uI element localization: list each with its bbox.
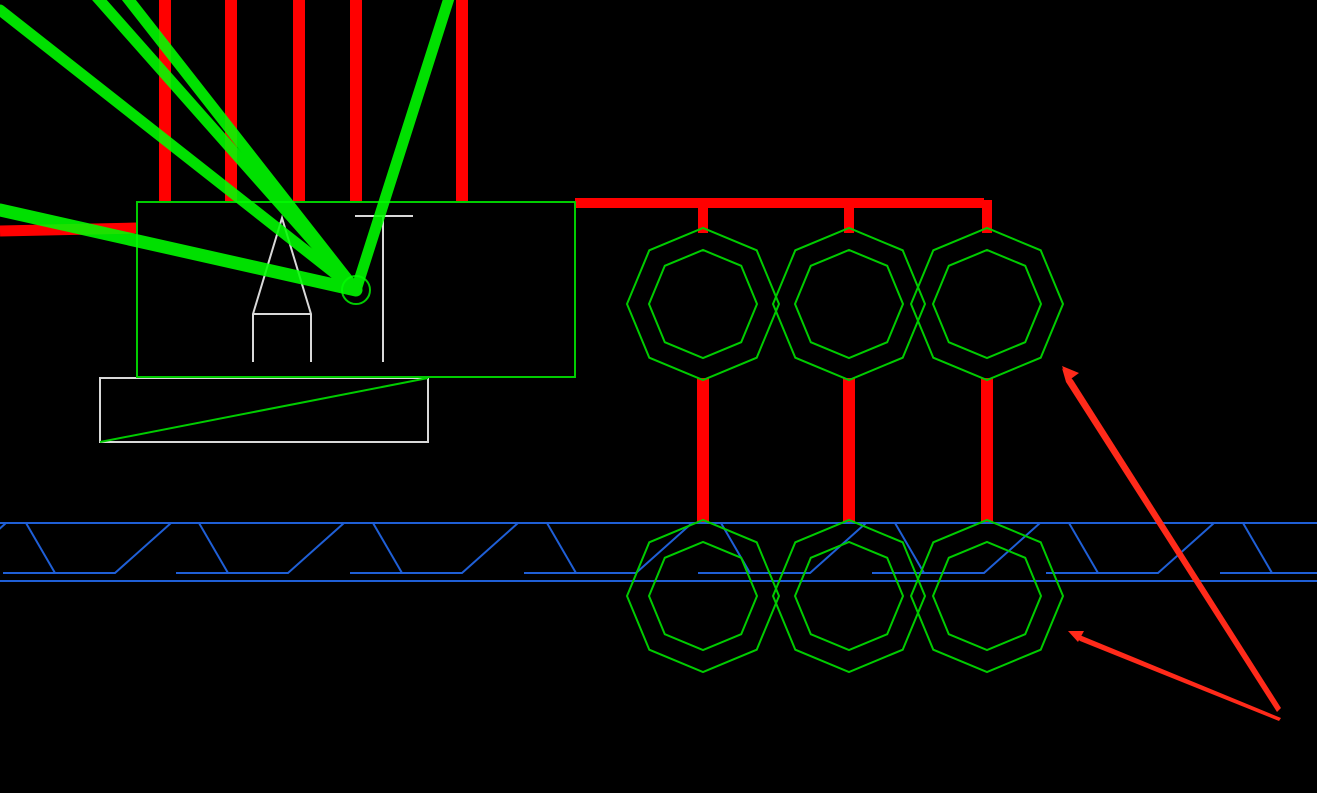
green-outlines — [99, 201, 576, 443]
annotation-arrow-lower — [1070, 632, 1281, 721]
rail-trapezoid — [25, 522, 172, 574]
upper-octagon-row — [625, 226, 1065, 382]
beam-5 — [350, 0, 455, 296]
lower-octagon-row — [625, 518, 1065, 674]
octagon-inner — [931, 540, 1043, 652]
annotation-arrow-upper — [1062, 368, 1281, 712]
octagon-inner — [931, 248, 1043, 360]
rail-trapezoid — [1068, 522, 1215, 574]
device-box — [136, 201, 576, 378]
beam-4 — [121, 0, 362, 296]
octagon-outer — [909, 226, 1065, 382]
octagon-outer — [625, 226, 781, 382]
rail-trapezoid — [720, 522, 867, 574]
beam-2 — [0, 4, 362, 296]
rail-trapezoids — [0, 522, 1317, 574]
bright-beams — [0, 0, 455, 297]
rail-trapezoid — [372, 522, 519, 574]
octagon-outer — [625, 518, 781, 674]
rail-band — [0, 522, 1317, 582]
a-shape-symbol — [252, 214, 312, 362]
red-wires — [0, 0, 993, 524]
annotation-arrowhead-upper — [1062, 366, 1079, 381]
rail-trapezoid — [546, 522, 693, 574]
rail-trapezoid — [0, 522, 7, 530]
annotation-arrows — [1062, 366, 1281, 721]
octagon-inner — [647, 540, 759, 652]
rail-trapezoid — [198, 522, 345, 574]
base-plate-diagonal — [99, 377, 429, 443]
rail-trapezoid — [894, 522, 1041, 574]
octagon-outer — [909, 518, 1065, 674]
rail-trapezoid — [1242, 522, 1317, 574]
annotation-arrowhead-lower — [1068, 631, 1084, 642]
beam-1 — [0, 203, 363, 297]
octagon-inner — [647, 248, 759, 360]
octagon-inner — [793, 540, 905, 652]
octagon-inner — [793, 248, 905, 360]
